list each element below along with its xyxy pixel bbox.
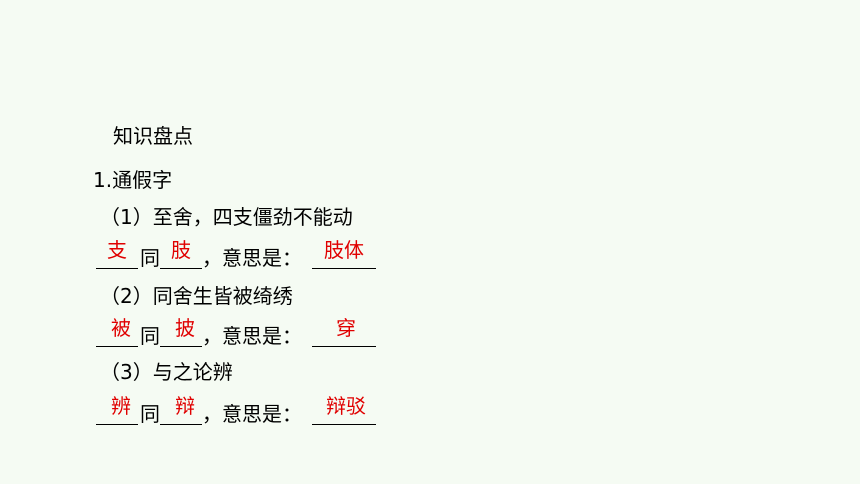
answer-same-as-3: 辩 bbox=[175, 394, 195, 418]
blank-word-1 bbox=[96, 268, 138, 269]
answer-row-2: 被 同 披 ，意思是： 穿 bbox=[0, 314, 860, 354]
blank-meaning-2 bbox=[312, 346, 376, 347]
answer-meaning-3: 辩驳 bbox=[326, 394, 366, 418]
meaning-label-2: ，意思是： bbox=[202, 324, 302, 348]
blank-word-3 bbox=[96, 424, 138, 425]
item-prompt-1: （1）至舍，四支僵劲不能动 bbox=[100, 205, 353, 229]
answer-word-1: 支 bbox=[107, 238, 127, 262]
answer-row-1: 支 同 肢 ，意思是： 肢体 bbox=[0, 236, 860, 276]
meaning-label-3: ，意思是： bbox=[202, 402, 302, 426]
blank-meaning-1 bbox=[312, 268, 376, 269]
answer-meaning-1: 肢体 bbox=[324, 238, 364, 262]
tong-label-3: 同 bbox=[140, 402, 160, 426]
tong-label-1: 同 bbox=[140, 246, 160, 270]
blank-word-2 bbox=[96, 346, 138, 347]
answer-same-as-1: 肢 bbox=[171, 238, 191, 262]
answer-row-3: 辨 同 辩 ，意思是： 辩驳 bbox=[0, 392, 860, 432]
meaning-label-1: ，意思是： bbox=[202, 246, 302, 270]
section-heading: 知识盘点 bbox=[113, 124, 193, 148]
answer-word-3: 辨 bbox=[111, 394, 131, 418]
item-prompt-2: （2）同舍生皆被绮绣 bbox=[100, 284, 293, 308]
blank-same-as-3 bbox=[160, 424, 202, 425]
blank-same-as-1 bbox=[160, 268, 202, 269]
answer-meaning-2: 穿 bbox=[336, 316, 356, 340]
blank-meaning-3 bbox=[312, 424, 376, 425]
blank-same-as-2 bbox=[160, 346, 202, 347]
item-prompt-3: （3）与之论辨 bbox=[100, 360, 233, 384]
answer-same-as-2: 披 bbox=[175, 316, 195, 340]
tong-label-2: 同 bbox=[140, 324, 160, 348]
subsection-title: 1.通假字 bbox=[93, 168, 173, 192]
answer-word-2: 被 bbox=[111, 316, 131, 340]
